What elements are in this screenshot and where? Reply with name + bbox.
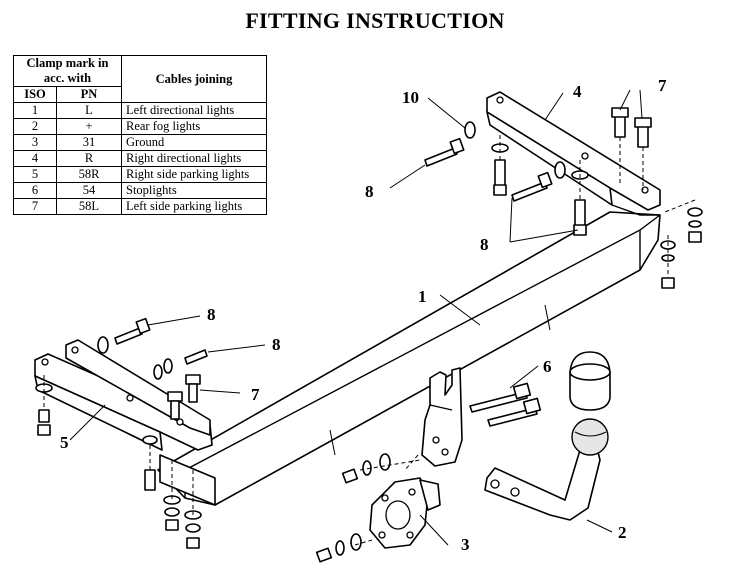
callout-7-bottom: 7 [251, 385, 260, 404]
cable-cell: Right side parking lights [121, 166, 267, 183]
callout-8-mid: 8 [480, 235, 489, 254]
right-side-bracket [486, 91, 661, 211]
ball-mount-bracket [404, 367, 463, 471]
callout-8-top: 8 [365, 182, 374, 201]
table-row: 2+Rear fog lights [13, 118, 267, 135]
callout-8-left2: 8 [272, 335, 281, 354]
callout-8-left1: 8 [207, 305, 216, 324]
left-fasteners [35, 317, 208, 549]
pn-cell: 58L [56, 198, 122, 215]
callout-5: 5 [60, 433, 69, 452]
left-side-bracket [34, 339, 216, 506]
cable-joining-table: Clamp mark in acc. with Cables joining I… [13, 55, 267, 215]
ball-cover-cap [569, 351, 611, 411]
clamp-mark-header: Clamp mark in acc. with [13, 55, 122, 87]
assembly-lines [43, 135, 696, 546]
callout-7-top: 7 [658, 76, 667, 95]
cable-cell: Left side parking lights [121, 198, 267, 215]
long-bolts [469, 382, 542, 427]
callout-4: 4 [573, 82, 582, 101]
page-title: FITTING INSTRUCTION [245, 8, 505, 33]
callout-10: 10 [402, 88, 419, 107]
tow-ball-neck [484, 418, 609, 521]
callout-3: 3 [461, 535, 470, 554]
cables-joining-header: Cables joining [121, 55, 267, 103]
callout-1: 1 [418, 287, 427, 306]
cable-cell: Stoplights [121, 182, 267, 199]
pn-cell: 31 [56, 134, 122, 151]
pn-cell: 58R [56, 166, 122, 183]
callout-6: 6 [543, 357, 552, 376]
callout-2: 2 [618, 523, 627, 542]
cable-cell: Right directional lights [121, 150, 267, 167]
leader-lines [69, 89, 643, 546]
pn-cell: 54 [56, 182, 122, 199]
socket-plate [369, 477, 441, 549]
